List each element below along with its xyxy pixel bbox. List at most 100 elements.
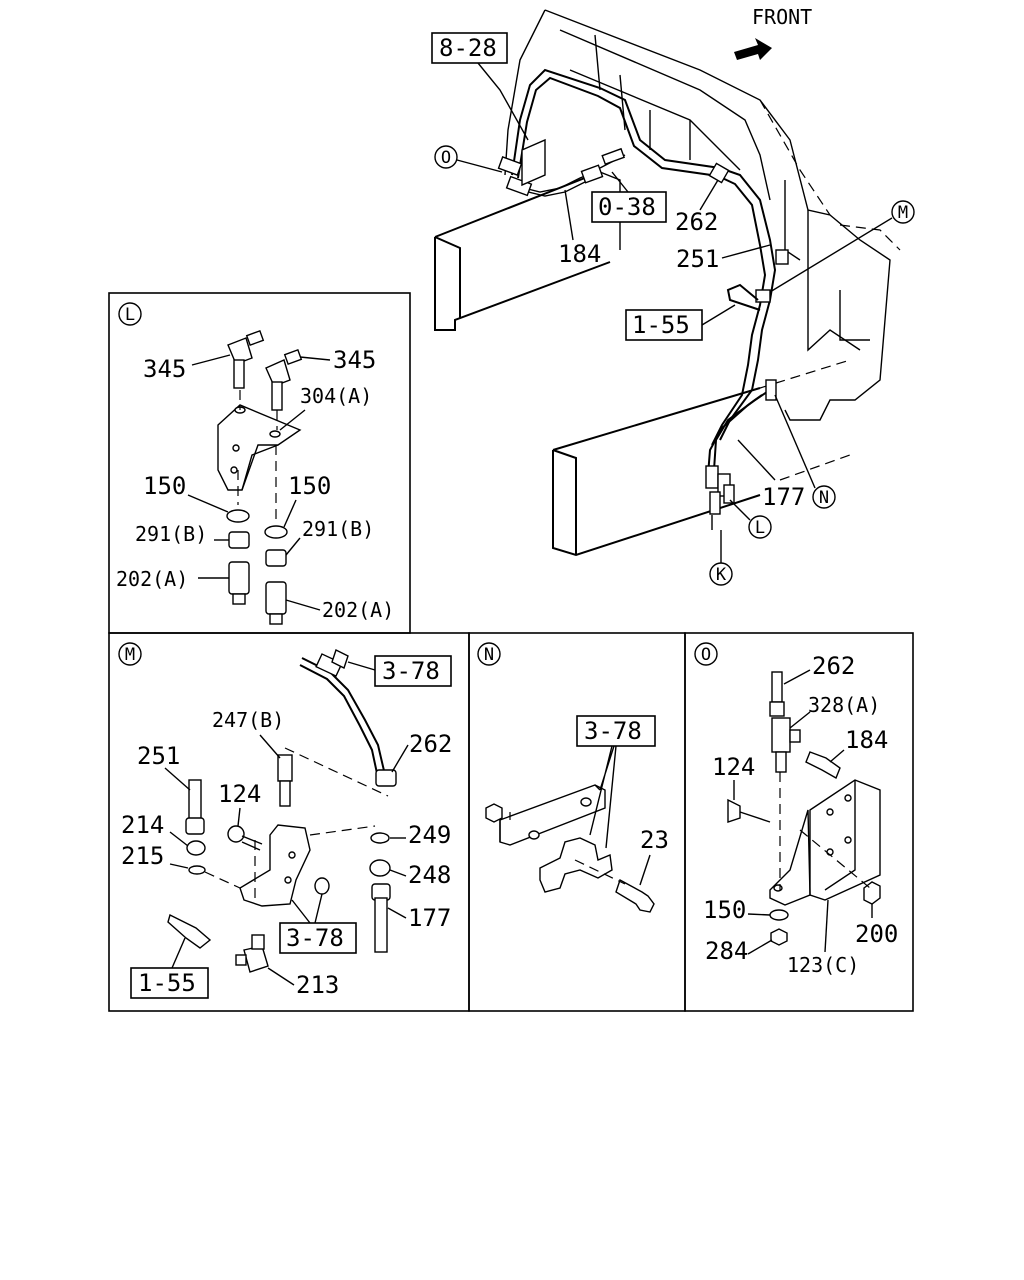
panel-M-tag (118, 642, 142, 666)
part-124-O-label: 124 (712, 753, 755, 781)
ref-3-78-bottom-label: 3-78 (286, 924, 344, 952)
panel-O-tag (694, 642, 718, 666)
fitting-213 (243, 945, 269, 973)
part-328A-label: 328(A) (808, 693, 880, 717)
part-291B-left-label: 291(B) (135, 522, 207, 546)
detail-panel-O: O 262 328(A) 184 124 150 (684, 632, 914, 1012)
brake-pipe-upper-a (511, 68, 777, 441)
chassis-rail-upper (434, 171, 611, 331)
brake-pipe-upper-b (517, 76, 767, 446)
part-202A-right-label: 202(A) (322, 598, 394, 622)
svg-text:L: L (125, 305, 135, 325)
detail-panel-N: N 3-78 23 (468, 632, 686, 1012)
pipe-262-O (771, 671, 783, 703)
part-23-label: 23 (640, 826, 669, 854)
main-assembly-view: FRONT (431, 5, 915, 586)
part-262-O-label: 262 (812, 652, 855, 680)
bolt-124-O (727, 798, 741, 823)
callout-L-label: L (755, 518, 765, 538)
part-150-right-label: 150 (288, 472, 331, 500)
callout-circle-O (434, 145, 458, 169)
bolt-23 (615, 878, 655, 913)
pipe-177 (374, 897, 388, 953)
callout-circle-M (891, 200, 915, 224)
part-150-left-label: 150 (143, 472, 186, 500)
part-184-O-label: 184 (845, 726, 888, 754)
part-291B-right-label: 291(B) (302, 517, 374, 541)
clamp-loop (539, 837, 613, 893)
washer-249 (370, 832, 390, 844)
callout-K-label: K (716, 565, 727, 585)
svg-text:N: N (484, 645, 494, 665)
pipe-251 (188, 779, 202, 821)
part-248-label: 248 (408, 861, 451, 889)
part-123C-label: 123(C) (787, 953, 859, 977)
nut-284 (770, 928, 788, 946)
ref-3-78-top-label: 3-78 (382, 657, 440, 685)
front-label: FRONT (752, 5, 812, 29)
ref-box-1-55-M[interactable] (130, 967, 209, 999)
part-304A-label: 304(A) (300, 384, 372, 408)
svg-text:M: M (125, 645, 135, 665)
part-214-label: 214 (121, 811, 164, 839)
part-262-M-label: 262 (409, 730, 452, 758)
detail-panel-L: L 345 345 304(A) 150 150 (108, 292, 411, 634)
part-345-right-label: 345 (333, 346, 376, 374)
part-177-M-label: 177 (408, 904, 451, 932)
tee-328A (771, 717, 791, 753)
ref-box-0-38[interactable] (591, 191, 667, 223)
part-150-O-label: 150 (703, 896, 746, 924)
panel-L-tag (118, 302, 142, 326)
ref-box-8-28[interactable] (431, 32, 508, 64)
nut-291B-right (265, 549, 287, 567)
part-124-M-label: 124 (218, 780, 261, 808)
stud-247B (277, 754, 293, 782)
spacer-202A-left (228, 561, 250, 595)
pipe-262 (301, 657, 386, 776)
part-251-M-label: 251 (137, 742, 180, 770)
bolt-124 (227, 825, 245, 843)
ref-box-3-78-bottom[interactable] (279, 922, 357, 954)
spacer-202A-right (265, 581, 287, 615)
washer-150-O (769, 909, 789, 921)
part-249-label: 249 (408, 821, 451, 849)
panel-N-tag (477, 642, 501, 666)
callout-N-label: N (819, 488, 829, 508)
callout-O-label: O (441, 148, 451, 168)
callout-M-label: M (898, 203, 908, 223)
nut-248 (369, 859, 391, 877)
clamp-plate (499, 784, 606, 846)
washer-150-left (226, 509, 250, 523)
hose-184 (805, 751, 841, 780)
ref-box-3-78-top[interactable] (374, 655, 452, 687)
ref-3-78-N-label: 3-78 (584, 717, 642, 745)
part-247B-label: 247(B) (212, 708, 284, 732)
bracket-304A (217, 404, 302, 491)
chassis-rail-lower (552, 387, 761, 557)
part-213-label: 213 (296, 971, 339, 999)
cab-outline (544, 9, 891, 421)
detail-panel-M: M (108, 632, 470, 1012)
part-202A-left-label: 202(A) (116, 567, 188, 591)
front-arrow-icon (734, 38, 772, 60)
ref-8-28-label: 8-28 (439, 34, 497, 62)
part-200-label: 200 (855, 920, 898, 948)
ref-box-1-55[interactable] (625, 309, 703, 341)
part-345-left-label: 345 (143, 355, 186, 383)
ref-1-55-M-label: 1-55 (138, 969, 196, 997)
part-284-label: 284 (705, 937, 748, 965)
nut-200 (863, 881, 881, 905)
callout-circle-N (812, 485, 836, 509)
ref-box-3-78-N[interactable] (576, 715, 656, 747)
part-184-label: 184 (558, 240, 601, 268)
svg-text:O: O (701, 645, 711, 665)
fitting-345-left (227, 337, 253, 365)
part-251-label: 251 (676, 245, 719, 273)
nut-N (485, 803, 503, 823)
nut-291B-left (228, 531, 250, 549)
part-262-label: 262 (675, 208, 718, 236)
fitting-345-right (265, 359, 291, 387)
part-177-label: 177 (762, 483, 805, 511)
ref-0-38-label: 0-38 (598, 193, 656, 221)
